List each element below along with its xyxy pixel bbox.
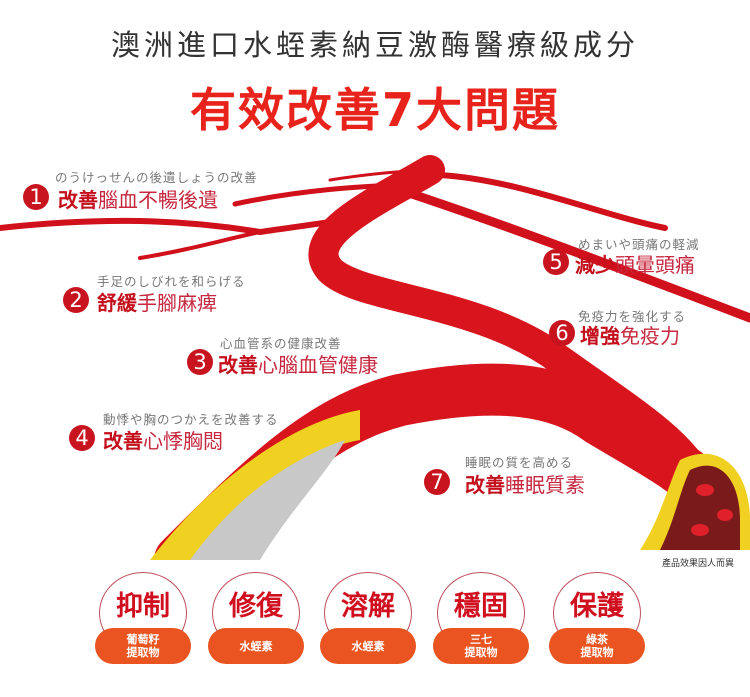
benefit-label: 增強免疫力 — [580, 324, 680, 348]
ingredient-pill: 三七 提取物 — [433, 628, 529, 664]
badge-title: 保護 — [570, 591, 624, 622]
number-badge: 7 — [424, 469, 450, 495]
badge-title: 溶解 — [341, 591, 395, 622]
number-badge: 2 — [63, 287, 89, 313]
ingredient-pill: 綠茶 提取物 — [549, 628, 645, 664]
benefit-subtitle: 心血管系の健康改善 — [220, 336, 342, 351]
badge-5: 保護綠茶 提取物 — [549, 572, 645, 666]
benefit-subtitle: めまいや頭痛の軽減 — [578, 237, 700, 252]
badge-title: 修復 — [229, 591, 283, 622]
benefit-label: 改善心悸胸悶 — [103, 429, 223, 453]
disclaimer: 產品效果因人而異 — [662, 559, 735, 569]
benefit-subtitle: 動悸や胸のつかえを改善する — [103, 412, 279, 427]
badge-title: 抑制 — [116, 591, 170, 622]
benefit-label: 改善心腦血管健康 — [218, 353, 378, 377]
headline: 有效改善7大問題 — [189, 83, 560, 137]
number-badge: 5 — [543, 249, 569, 275]
badge-1: 抑制葡萄籽 提取物 — [95, 572, 191, 666]
page-title: 澳洲進口水蛭素納豆激酶醫療級成分 — [110, 28, 639, 62]
benefit-subtitle: 免疫力を強化する — [578, 309, 687, 324]
number-badge: 6 — [549, 320, 575, 346]
benefit-subtitle: 睡眠の質を高める — [465, 455, 574, 470]
benefit-subtitle: のうけっせんの後遺しょうの改善 — [55, 170, 258, 185]
badge-2: 修復水蛭素 — [208, 572, 304, 666]
artery-illustration — [0, 155, 750, 560]
ingredient-pill: 水蛭素 — [208, 628, 304, 664]
number-badge: 3 — [187, 349, 213, 375]
benefit-subtitle: 手足のしびれを和らげる — [97, 274, 246, 289]
ingredient-pill: 水蛭素 — [320, 628, 416, 664]
number-badge: 1 — [23, 184, 49, 210]
benefit-label: 改善睡眠質素 — [465, 473, 585, 497]
benefit-label: 改善腦血不暢後遺 — [58, 188, 218, 212]
benefit-label: 減少頭暈頭痛 — [575, 253, 695, 277]
benefit-label: 舒緩手腳麻痺 — [97, 291, 217, 315]
badge-4: 穩固三七 提取物 — [433, 572, 529, 666]
number-badge: 4 — [69, 425, 95, 451]
ingredient-pill: 葡萄籽 提取物 — [95, 628, 191, 664]
badge-title: 穩固 — [454, 591, 508, 622]
badge-3: 溶解水蛭素 — [320, 572, 416, 666]
